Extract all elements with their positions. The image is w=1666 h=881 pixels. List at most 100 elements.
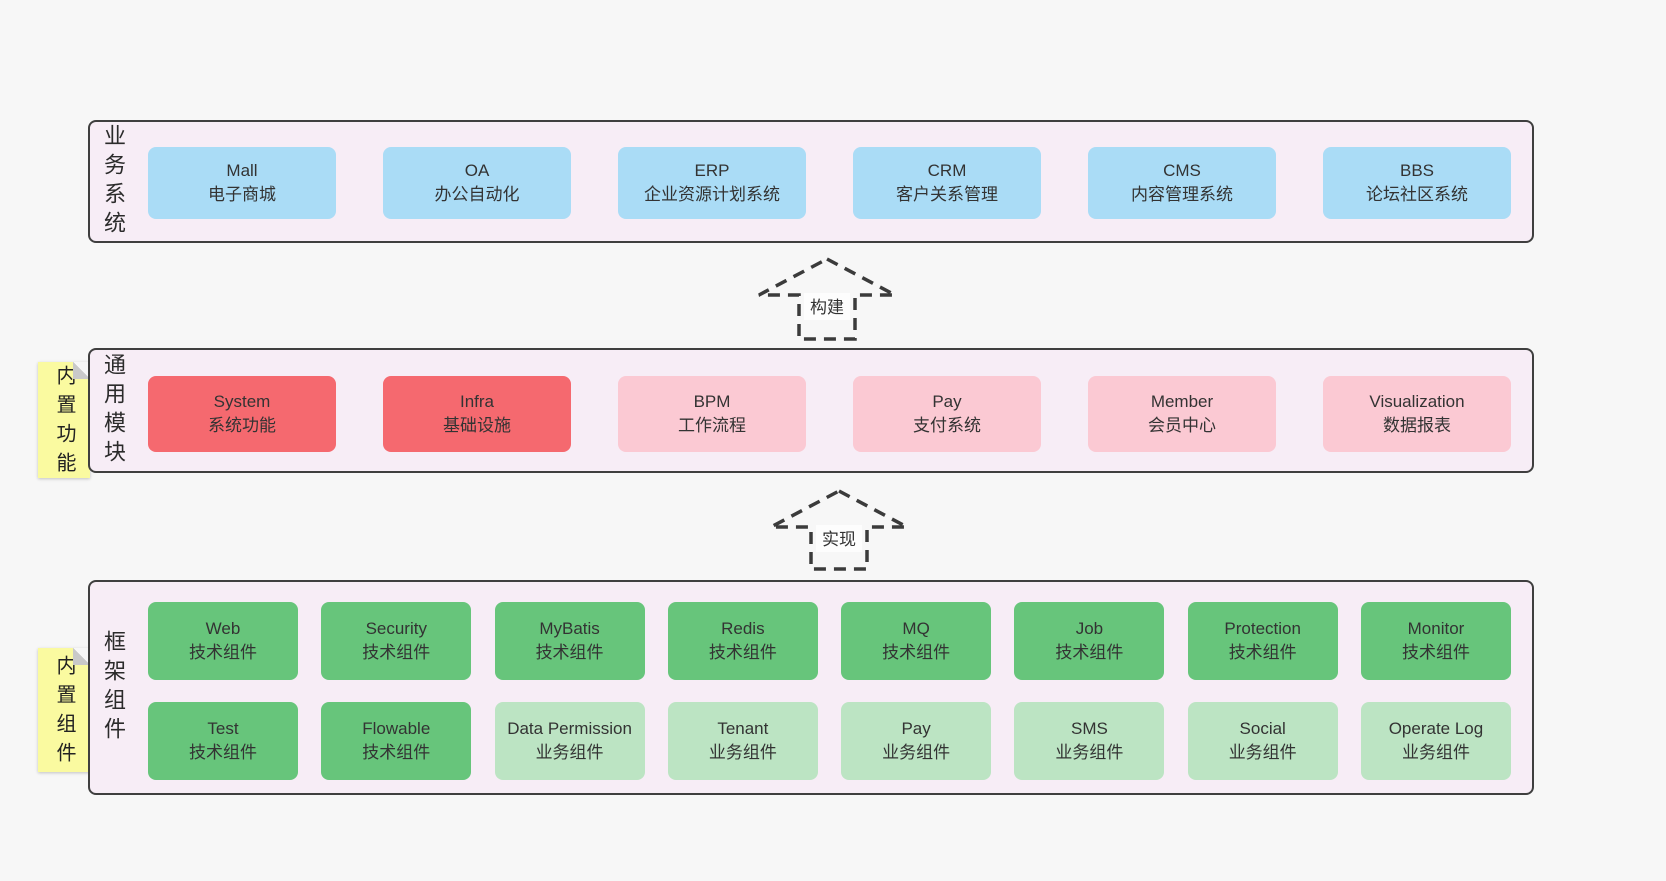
node-cms: CMS 内容管理系统 bbox=[1088, 147, 1276, 219]
node-subtitle: 技术组件 bbox=[189, 643, 257, 662]
node-pay-biz: Pay 业务组件 bbox=[841, 702, 992, 780]
node-subtitle: 内容管理系统 bbox=[1131, 185, 1233, 204]
node-subtitle: 技术组件 bbox=[1228, 643, 1297, 662]
node-visualization: Visualization 数据报表 bbox=[1323, 376, 1511, 452]
node-title: Pay bbox=[901, 718, 931, 738]
node-title: CRM bbox=[927, 160, 967, 180]
node-row: Mall 电子商城 OA 办公自动化 ERP 企业资源计划系统 CRM 客户关系管理 CMS 内容… bbox=[148, 147, 1511, 219]
node-bbs: BBS 论坛社区系统 bbox=[1323, 147, 1511, 219]
node-title: Monitor bbox=[1407, 618, 1465, 638]
node-subtitle: 数据报表 bbox=[1383, 416, 1451, 435]
node-pay: Pay 支付系统 bbox=[853, 376, 1041, 452]
node-title: Job bbox=[1075, 618, 1104, 638]
arrow-label: 构建 bbox=[810, 298, 844, 317]
node-title: SMS bbox=[1070, 718, 1108, 738]
sticky-label: 内置功能 bbox=[53, 365, 75, 481]
node-title: Visualization bbox=[1369, 391, 1465, 411]
node-title: Social bbox=[1239, 718, 1286, 738]
node-subtitle: 论坛社区系统 bbox=[1366, 185, 1468, 204]
node-social: Social 业务组件 bbox=[1187, 702, 1338, 780]
node-title: Pay bbox=[932, 391, 962, 411]
sticky-note-built-in-components: 内置组件 bbox=[38, 648, 90, 772]
node-subtitle: 技术组件 bbox=[362, 643, 431, 662]
node-title: Flowable bbox=[362, 718, 431, 738]
node-title: System bbox=[213, 391, 271, 411]
node-subtitle: 系统功能 bbox=[208, 416, 276, 435]
node-subtitle: 业务组件 bbox=[1228, 743, 1297, 762]
node-title: BBS bbox=[1399, 160, 1435, 180]
node-test: Test 技术组件 bbox=[148, 702, 298, 780]
node-subtitle: 会员中心 bbox=[1148, 416, 1216, 435]
node-subtitle: 办公自动化 bbox=[434, 185, 520, 204]
node-title: MyBatis bbox=[539, 618, 600, 638]
node-subtitle: 技术组件 bbox=[1401, 643, 1470, 662]
node-infra: Infra 基础设施 bbox=[383, 376, 571, 452]
node-subtitle: 业务组件 bbox=[708, 743, 777, 762]
node-subtitle: 客户关系管理 bbox=[896, 185, 998, 204]
node-subtitle: 技术组件 bbox=[882, 643, 951, 662]
sticky-label: 内置组件 bbox=[53, 655, 75, 771]
node-web: Web 技术组件 bbox=[148, 602, 298, 680]
node-subtitle: 基础设施 bbox=[443, 416, 511, 435]
arrow-label: 实现 bbox=[822, 530, 856, 549]
layer-label: 通用模块 bbox=[101, 352, 126, 469]
layer-business-systems: 业务系统 Mall 电子商城 OA 办公自动化 ERP 企业资源计划系统 CRM 客户关系管理… bbox=[88, 120, 1534, 243]
node-member: Member 会员中心 bbox=[1088, 376, 1276, 452]
node-title: Data Permission bbox=[507, 718, 632, 738]
node-job: Job 技术组件 bbox=[1014, 602, 1165, 680]
node-mybatis: MyBatis 技术组件 bbox=[494, 602, 645, 680]
node-title: Protection bbox=[1224, 618, 1301, 638]
node-monitor: Monitor 技术组件 bbox=[1360, 602, 1511, 680]
node-subtitle: 工作流程 bbox=[678, 416, 746, 435]
node-data-permission: Data Permission 业务组件 bbox=[494, 702, 645, 780]
node-title: Test bbox=[207, 718, 239, 738]
node-tenant: Tenant 业务组件 bbox=[667, 702, 818, 780]
node-mall: Mall 电子商城 bbox=[148, 147, 336, 219]
node-crm: CRM 客户关系管理 bbox=[853, 147, 1041, 219]
node-system: System 系统功能 bbox=[148, 376, 336, 452]
node-subtitle: 业务组件 bbox=[882, 743, 951, 762]
node-row: System 系统功能 Infra 基础设施 BPM 工作流程 Pay 支付系统 Member 会… bbox=[148, 376, 1511, 452]
node-title: Web bbox=[205, 618, 241, 638]
sticky-note-built-in-features: 内置功能 bbox=[38, 362, 90, 481]
node-erp: ERP 企业资源计划系统 bbox=[618, 147, 806, 219]
node-title: Mall bbox=[226, 160, 258, 180]
node-title: Infra bbox=[459, 391, 495, 411]
node-title: ERP bbox=[694, 160, 730, 180]
node-subtitle: 技术组件 bbox=[362, 743, 431, 762]
node-subtitle: 技术组件 bbox=[1055, 643, 1124, 662]
node-subtitle: 技术组件 bbox=[189, 743, 257, 762]
node-subtitle: 技术组件 bbox=[535, 643, 604, 662]
node-subtitle: 支付系统 bbox=[913, 416, 981, 435]
node-title: Security bbox=[365, 618, 427, 638]
arrow-build-up-icon: 构建 bbox=[756, 256, 898, 347]
node-security: Security 技术组件 bbox=[321, 602, 472, 680]
node-title: CMS bbox=[1163, 160, 1201, 180]
node-title: Member bbox=[1150, 391, 1214, 411]
node-title: OA bbox=[464, 160, 490, 180]
node-subtitle: 业务组件 bbox=[535, 743, 604, 762]
node-title: Operate Log bbox=[1388, 718, 1484, 738]
node-mq: MQ 技术组件 bbox=[841, 602, 992, 680]
arrow-implement-up-icon: 实现 bbox=[768, 488, 910, 577]
node-oa: OA 办公自动化 bbox=[383, 147, 571, 219]
node-title: Tenant bbox=[717, 718, 769, 738]
layer-common-modules: 通用模块 System 系统功能 Infra 基础设施 BPM 工作流程 Pay 支付系统 Me… bbox=[88, 348, 1534, 473]
layer-label: 框架组件 bbox=[101, 629, 126, 746]
node-subtitle: 技术组件 bbox=[708, 643, 777, 662]
node-protection: Protection 技术组件 bbox=[1187, 602, 1338, 680]
node-flowable: Flowable 技术组件 bbox=[321, 702, 472, 780]
layer-label: 业务系统 bbox=[101, 123, 126, 240]
node-title: MQ bbox=[902, 618, 930, 638]
node-subtitle: 企业资源计划系统 bbox=[644, 185, 780, 204]
node-title: BPM bbox=[693, 391, 731, 411]
node-subtitle: 电子商城 bbox=[208, 185, 276, 204]
node-bpm: BPM 工作流程 bbox=[618, 376, 806, 452]
